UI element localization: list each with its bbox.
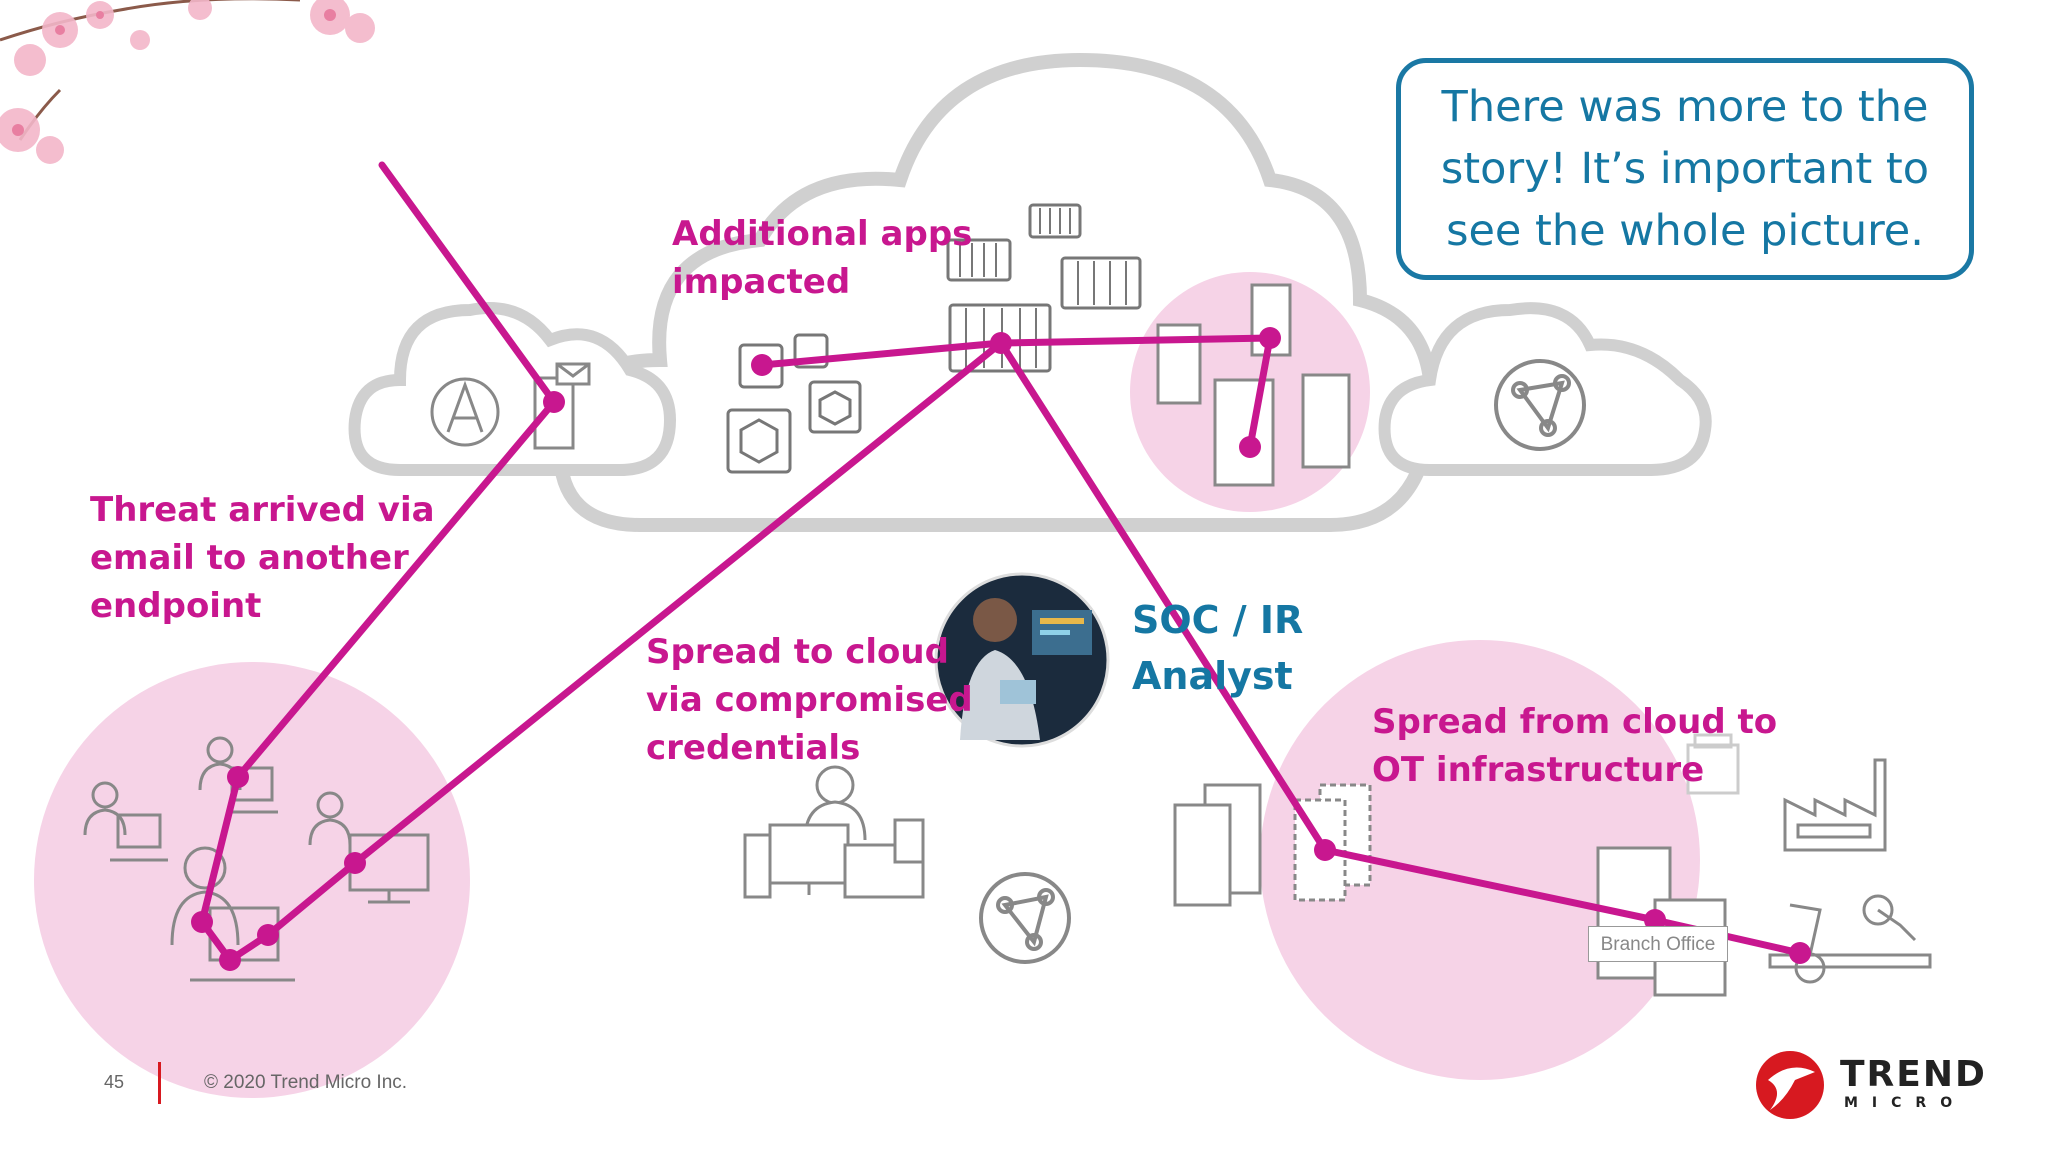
label-line: Additional apps [672,214,973,254]
callout-box: There was more to the story! It’s import… [1396,58,1974,280]
analyst-photo [934,572,1110,748]
trend-micro-logo-icon [1756,1051,1824,1119]
label-threat-arrived: Threat arrived via email to another endp… [90,486,435,630]
server-icon [1156,283,1351,487]
network-globe-icon [1494,359,1586,451]
callout-line: see the whole picture. [1446,206,1924,256]
page-number: 45 [104,1072,125,1092]
label-line: credentials [646,728,861,768]
label-line: Spread from cloud to [1372,702,1778,742]
printer-icon [1686,733,1740,795]
label-line: Spread to cloud [646,632,949,672]
footer-divider [158,1062,161,1104]
label-spread-from-cloud: Spread from cloud to OT infrastructure [1372,698,1777,794]
container-icon [946,203,1142,373]
cherry-blossom-decoration [0,0,375,164]
cloud-outline [348,302,677,476]
cloud-outline [1378,302,1712,476]
label-line: email to another [90,538,409,578]
label-soc-analyst: SOC / IR Analyst [1132,592,1303,704]
copyright: © 2020 Trend Micro Inc. [204,1072,408,1093]
callout-line: story! It’s important to [1440,144,1930,194]
trend-micro-logo: TREND MICRO [1840,1056,1987,1112]
label-additional-apps: Additional apps impacted [672,210,972,306]
label-spread-to-cloud: Spread to cloud via compromised credenti… [646,628,973,772]
network-globe-icon [979,872,1071,964]
callout-line: There was more to the [1441,82,1929,132]
factory-icon [1783,758,1887,852]
label-line: endpoint [90,586,262,626]
label-line: OT infrastructure [1372,750,1705,790]
logo-line2: MICRO [1844,1095,1967,1111]
label-line: Threat arrived via [90,490,435,530]
user-laptop-icon [83,736,352,982]
branch-office-label: Branch Office [1588,926,1728,962]
endpoint-highlight-circle [34,662,470,1098]
ot-highlight-circle [1260,640,1700,1080]
label-line: SOC / IR [1132,598,1304,642]
desktop-workstation-icon [743,765,925,899]
attack-path-nodes [191,327,1811,971]
label-line: Analyst [1132,654,1293,698]
logo-line1: TREND [1840,1054,1987,1095]
app-store-icon [430,377,500,447]
label-line: via compromised [646,680,973,720]
label-line: impacted [672,262,851,302]
robot-arm-icon [1768,894,1932,984]
